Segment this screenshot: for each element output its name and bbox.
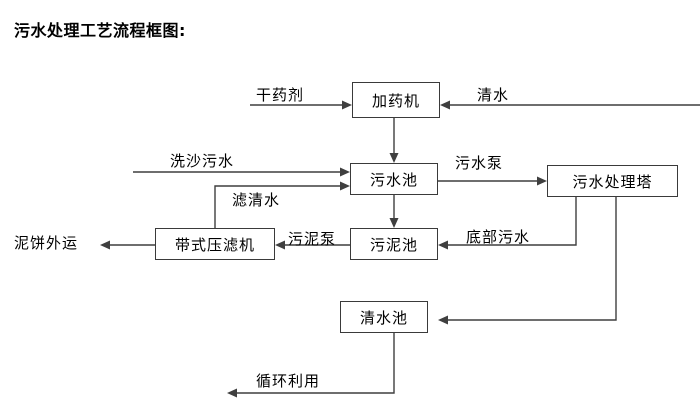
node-clearwater-pond[interactable]: 清水池 [340,301,428,333]
edge-label-dry-chemical: 干药剂 [256,86,305,104]
node-label: 污泥池 [369,235,418,254]
node-treatment-tower[interactable]: 污水处理塔 [547,165,678,197]
edge-label-mud-cake-transport: 泥饼外运 [14,234,79,252]
edge-label-bottom-sewage: 底部污水 [466,228,531,246]
page-title: 污水处理工艺流程框图: [14,21,186,40]
edge-label-sand-wash-sewage: 洗沙污水 [170,152,235,170]
edge-label-recycling-reuse: 循环利用 [256,372,321,390]
node-belt-filter-press[interactable]: 带式压滤机 [155,228,275,260]
node-dosing-machine[interactable]: 加药机 [352,82,440,118]
node-label: 带式压滤机 [174,235,255,254]
edge-label-filtered-water: 滤清水 [232,191,281,209]
node-sludge-pond[interactable]: 污泥池 [350,228,438,260]
node-label: 清水池 [359,308,408,327]
node-label: 加药机 [371,91,420,110]
node-label: 污水处理塔 [572,172,653,191]
edge-label-sewage-pump: 污水泵 [455,154,504,172]
node-label: 污水池 [369,170,418,189]
edge-label-sludge-pump: 污泥泵 [288,230,337,248]
node-wastewater-pond[interactable]: 污水池 [350,163,438,195]
edge-label-clean-water-input: 清水 [477,86,510,104]
